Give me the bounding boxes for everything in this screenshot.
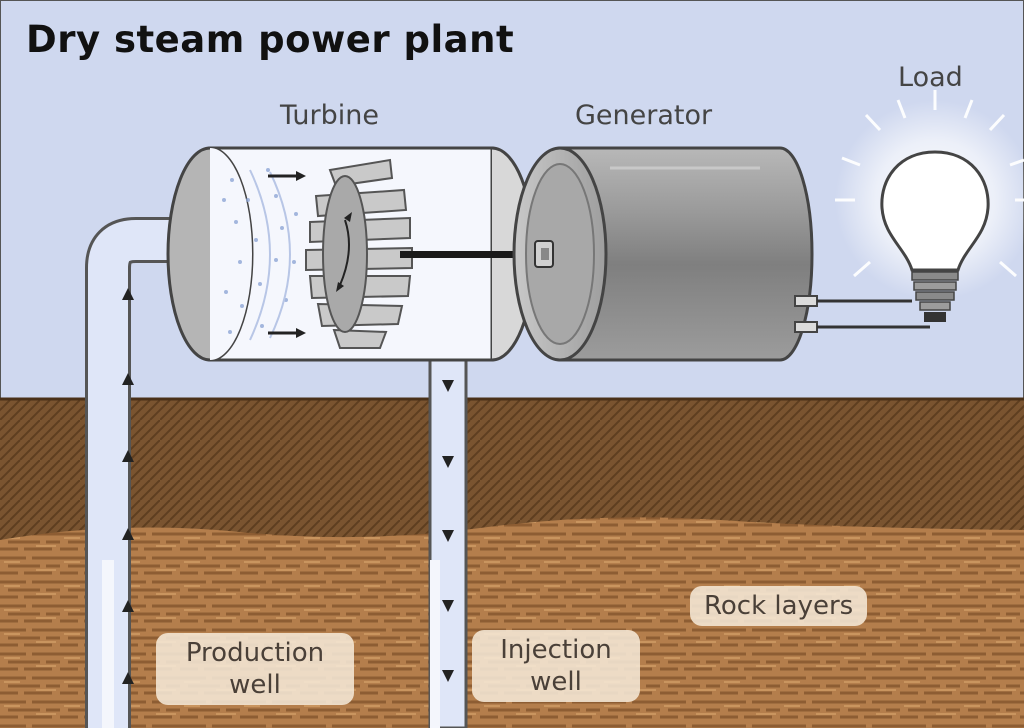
production-well-label: Production well bbox=[156, 633, 354, 705]
load-label: Load bbox=[898, 62, 963, 93]
topsoil-layer bbox=[0, 398, 1024, 540]
turbine-rotor bbox=[305, 158, 413, 349]
production-well-label-line1: Production bbox=[185, 638, 325, 668]
injection-well-label-line2: well bbox=[530, 667, 582, 697]
generator-label: Generator bbox=[575, 100, 713, 131]
production-well-label-line2: well bbox=[229, 670, 281, 700]
production-well-pipe bbox=[85, 217, 210, 728]
turbine-label: Turbine bbox=[280, 100, 379, 131]
injection-well-label-line1: Injection bbox=[500, 635, 612, 665]
light-bulb-icon bbox=[835, 90, 1024, 322]
load-wires bbox=[794, 295, 930, 333]
rock-layers-label: Rock layers bbox=[690, 586, 868, 626]
turbine-housing bbox=[166, 146, 540, 362]
drive-shaft bbox=[400, 251, 540, 258]
injection-well-pipe bbox=[428, 353, 468, 728]
generator-body bbox=[512, 146, 814, 362]
injection-well-label: Injection well bbox=[472, 630, 640, 702]
diagram-title: Dry steam power plant bbox=[26, 18, 515, 61]
